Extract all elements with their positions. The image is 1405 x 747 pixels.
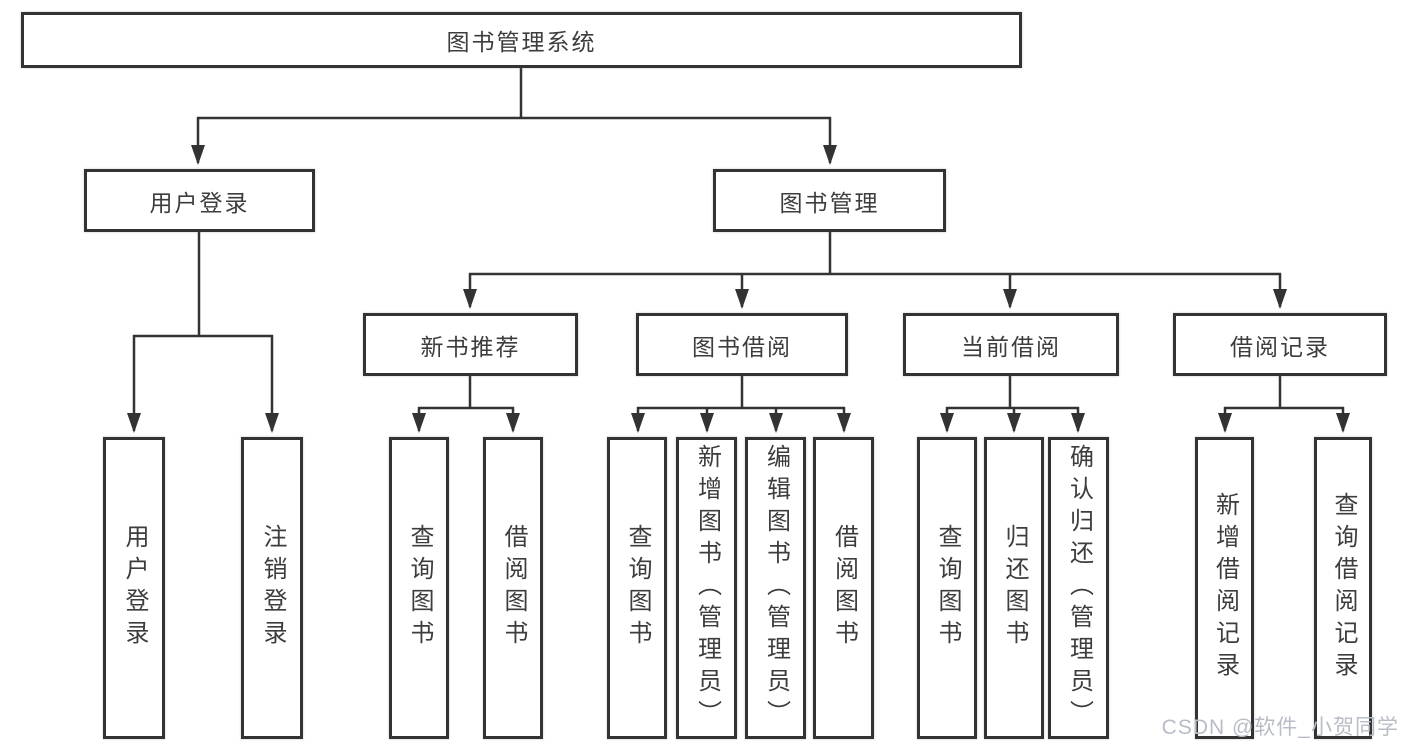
connector-book-borrowing-children <box>631 376 851 433</box>
node-leaf-return-books: 归还图书 <box>984 437 1044 739</box>
node-current-borrowing: 当前借阅 <box>903 313 1119 376</box>
connector-current-borrowing-children <box>940 376 1085 433</box>
node-root-library-management-system: 图书管理系统 <box>21 12 1022 68</box>
node-label: 确认归还（管理员） <box>1065 444 1093 732</box>
node-label: 图书借阅 <box>692 333 792 360</box>
node-leaf-edit-books-admin: 编辑图书（管理员） <box>745 437 806 739</box>
connector-root-to-level2 <box>191 68 837 165</box>
node-label: 查询图书 <box>934 524 961 652</box>
node-label: 借阅图书 <box>830 524 858 652</box>
node-label: 归还图书 <box>1001 524 1028 652</box>
node-label: 用户登录 <box>121 524 148 652</box>
node-leaf-query-borrow-record: 查询借阅记录 <box>1314 437 1372 739</box>
node-leaf-borrow-books: 借阅图书 <box>813 437 874 739</box>
node-label: 借阅图书 <box>500 524 527 652</box>
node-label: 新增借阅记录 <box>1211 492 1239 684</box>
node-label: 借阅记录 <box>1230 333 1330 360</box>
node-leaf-query-books-recommend: 查询图书 <box>389 437 449 739</box>
node-label: 当前借阅 <box>961 333 1061 360</box>
node-label: 新增图书（管理员） <box>693 444 721 732</box>
node-label: 图书管理系统 <box>446 29 597 55</box>
node-label: 图书管理 <box>779 189 880 216</box>
node-leaf-logout: 注销登录 <box>241 437 303 739</box>
node-label: 新书推荐 <box>420 333 521 360</box>
node-borrowing-records: 借阅记录 <box>1173 313 1387 376</box>
node-label: 查询借阅记录 <box>1330 492 1357 684</box>
connector-user-login-children <box>127 232 279 433</box>
node-book-management: 图书管理 <box>713 169 946 232</box>
node-label: 注销登录 <box>259 524 286 652</box>
node-leaf-query-books-current: 查询图书 <box>917 437 977 739</box>
node-leaf-add-books-admin: 新增图书（管理员） <box>676 437 737 739</box>
node-leaf-borrow-books-recommend: 借阅图书 <box>483 437 543 739</box>
node-new-book-recommend: 新书推荐 <box>363 313 578 376</box>
node-user-login: 用户登录 <box>84 169 315 232</box>
node-book-borrowing: 图书借阅 <box>636 313 848 376</box>
node-label: 查询图书 <box>624 524 651 652</box>
connector-new-book-recommend-children <box>412 376 520 433</box>
node-leaf-query-books-borrowing: 查询图书 <box>607 437 667 739</box>
node-label: 用户登录 <box>149 189 250 216</box>
connector-book-management-children <box>463 232 1287 309</box>
node-label: 查询图书 <box>406 524 433 652</box>
node-leaf-user-login: 用户登录 <box>103 437 165 739</box>
connector-borrowing-records-children <box>1218 376 1350 433</box>
csdn-watermark: CSDN @软件_小贺同学 <box>1161 716 1399 739</box>
node-label: 编辑图书（管理员） <box>762 444 790 732</box>
node-leaf-confirm-return-admin: 确认归还（管理员） <box>1048 437 1109 739</box>
node-leaf-add-borrow-record: 新增借阅记录 <box>1195 437 1254 739</box>
